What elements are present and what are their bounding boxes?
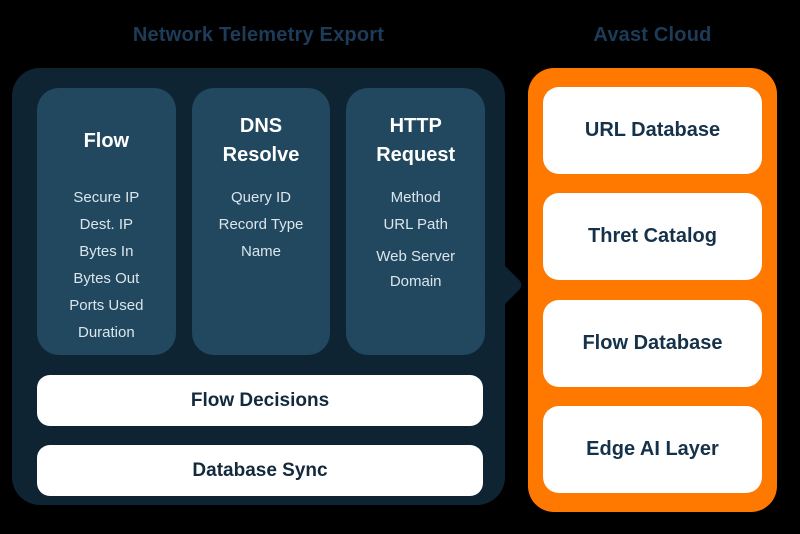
left-panel-title: Network Telemetry Export: [132, 24, 385, 46]
dns-resolve-card-items: Query ID Record Type Name: [192, 184, 331, 265]
thret-catalog-card: Thret Catalog: [543, 193, 762, 281]
list-item: Secure IP: [73, 189, 140, 206]
flow-card-items: Secure IP Dest. IP Bytes In Bytes Out Po…: [37, 184, 176, 346]
list-item: Bytes In: [79, 243, 134, 260]
flow-database-card: Flow Database: [543, 299, 762, 387]
flow-card: Flow Secure IP Dest. IP Bytes In Bytes O…: [37, 88, 176, 355]
list-item: Web Server Domain: [376, 248, 456, 290]
url-database-card: URL Database: [543, 87, 762, 174]
flow-decisions-bar: Flow Decisions: [37, 375, 483, 426]
dns-resolve-card-title: DNS Resolve: [222, 115, 300, 166]
list-item: Ports Used: [69, 297, 144, 314]
telemetry-export-panel: Flow Secure IP Dest. IP Bytes In Bytes O…: [12, 68, 525, 505]
list-item: Method: [390, 189, 441, 206]
edge-ai-layer-card: Edge AI Layer: [543, 405, 762, 493]
list-item: Duration: [77, 324, 135, 341]
list-item: URL Path: [383, 216, 448, 233]
list-item: Name: [241, 243, 282, 260]
avast-cloud-panel: URL Database Thret Catalog Flow Database…: [528, 68, 777, 512]
http-request-card: HTTP Request Method URL Path Web Server …: [346, 88, 486, 355]
http-request-card-title: HTTP Request: [376, 115, 456, 166]
http-request-card-items: Method URL Path Web Server Domain: [346, 184, 485, 294]
database-sync-bar: Database Sync: [37, 445, 483, 496]
list-item: Query ID: [231, 189, 292, 206]
right-panel-title: Avast Cloud: [593, 24, 712, 46]
telemetry-cards: Flow Secure IP Dest. IP Bytes In Bytes O…: [37, 88, 486, 355]
flow-card-title: Flow: [83, 129, 130, 152]
list-item: Dest. IP: [79, 216, 134, 233]
list-item: Record Type: [218, 216, 304, 233]
dns-resolve-card: DNS Resolve Query ID Record Type Name: [191, 88, 331, 355]
list-item: Bytes Out: [73, 270, 140, 287]
